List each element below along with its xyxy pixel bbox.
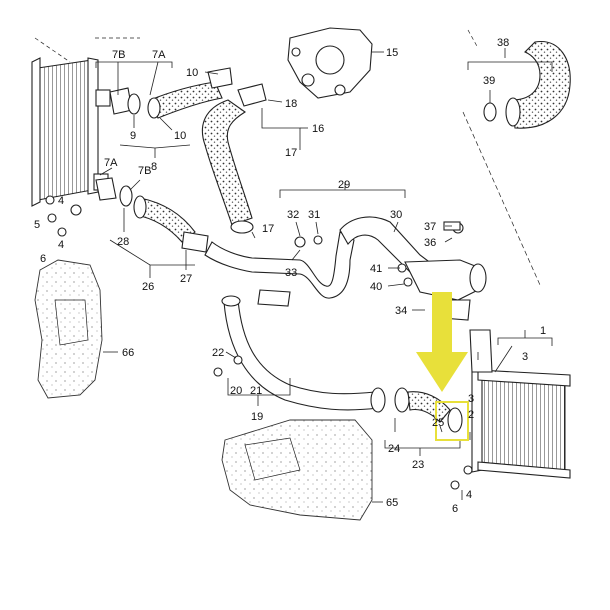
callout-21: 21 xyxy=(250,385,262,397)
callout-7A: 7A xyxy=(104,157,118,169)
callout-23: 23 xyxy=(412,459,424,471)
hose-26 xyxy=(95,177,209,253)
callout-10: 10 xyxy=(174,130,186,142)
highlight-arrow-shape xyxy=(416,292,468,392)
callout-6: 6 xyxy=(452,503,458,515)
hardware xyxy=(45,195,473,490)
callout-4: 4 xyxy=(58,239,64,251)
callout-33: 33 xyxy=(285,267,297,279)
callout-34: 34 xyxy=(395,305,407,317)
callout-7B: 7B xyxy=(112,49,125,61)
callout-17: 17 xyxy=(285,147,297,159)
callout-9: 9 xyxy=(130,130,136,142)
callout-8: 8 xyxy=(151,161,157,173)
callout-36: 36 xyxy=(424,237,436,249)
callout-19: 19 xyxy=(251,411,263,423)
callout-41: 41 xyxy=(370,263,382,275)
callout-66: 66 xyxy=(122,347,134,359)
callout-labels: 7B 7A 10 9 10 8 15 18 16 17 38 39 7B 7A … xyxy=(34,37,546,515)
callout-3: 3 xyxy=(522,351,528,363)
heat-shield-65 xyxy=(221,419,373,521)
right-intercooler xyxy=(469,329,571,479)
charge-pipe-19 xyxy=(204,231,379,411)
callout-4: 4 xyxy=(58,195,64,207)
callout-5: 5 xyxy=(34,219,40,231)
highlight-box xyxy=(435,401,469,441)
upper-left-hose xyxy=(109,67,233,119)
callout-10: 10 xyxy=(186,67,198,79)
callout-32: 32 xyxy=(287,209,299,221)
callout-17: 17 xyxy=(262,223,274,235)
heat-shield-66 xyxy=(34,259,103,399)
callout-4: 4 xyxy=(466,489,472,501)
callout-29: 29 xyxy=(338,179,350,191)
callout-28: 28 xyxy=(117,236,129,248)
callout-31: 31 xyxy=(308,209,320,221)
callout-37: 37 xyxy=(424,221,436,233)
callout-27: 27 xyxy=(180,273,192,285)
callout-24: 24 xyxy=(388,443,400,455)
frame-lines xyxy=(34,29,541,286)
callout-7A: 7A xyxy=(152,49,166,61)
left-intercooler xyxy=(31,57,111,207)
vertical-hose-16 xyxy=(201,83,267,234)
callout-40: 40 xyxy=(370,281,382,293)
callout-7B: 7B xyxy=(138,165,151,177)
callout-22: 22 xyxy=(212,347,224,359)
callout-18: 18 xyxy=(285,98,297,110)
callout-25: 25 xyxy=(432,417,444,429)
hose-38 xyxy=(483,41,571,129)
callout-65: 65 xyxy=(386,497,398,509)
callout-6: 6 xyxy=(40,253,46,265)
callout-1: 1 xyxy=(540,325,546,337)
callout-2: 2 xyxy=(468,409,474,421)
highlight-arrow xyxy=(416,292,469,441)
callout-16: 16 xyxy=(312,123,324,135)
callout-3: 3 xyxy=(468,393,474,405)
throttle-housing xyxy=(287,27,373,99)
callout-15: 15 xyxy=(386,47,398,59)
hose-23 xyxy=(370,387,463,433)
callout-39: 39 xyxy=(483,75,495,87)
callout-26: 26 xyxy=(142,281,154,293)
callout-30: 30 xyxy=(390,209,402,221)
callout-20: 20 xyxy=(230,385,242,397)
callout-38: 38 xyxy=(497,37,509,49)
leader-lines xyxy=(95,48,553,503)
pipe-29 xyxy=(339,216,487,321)
